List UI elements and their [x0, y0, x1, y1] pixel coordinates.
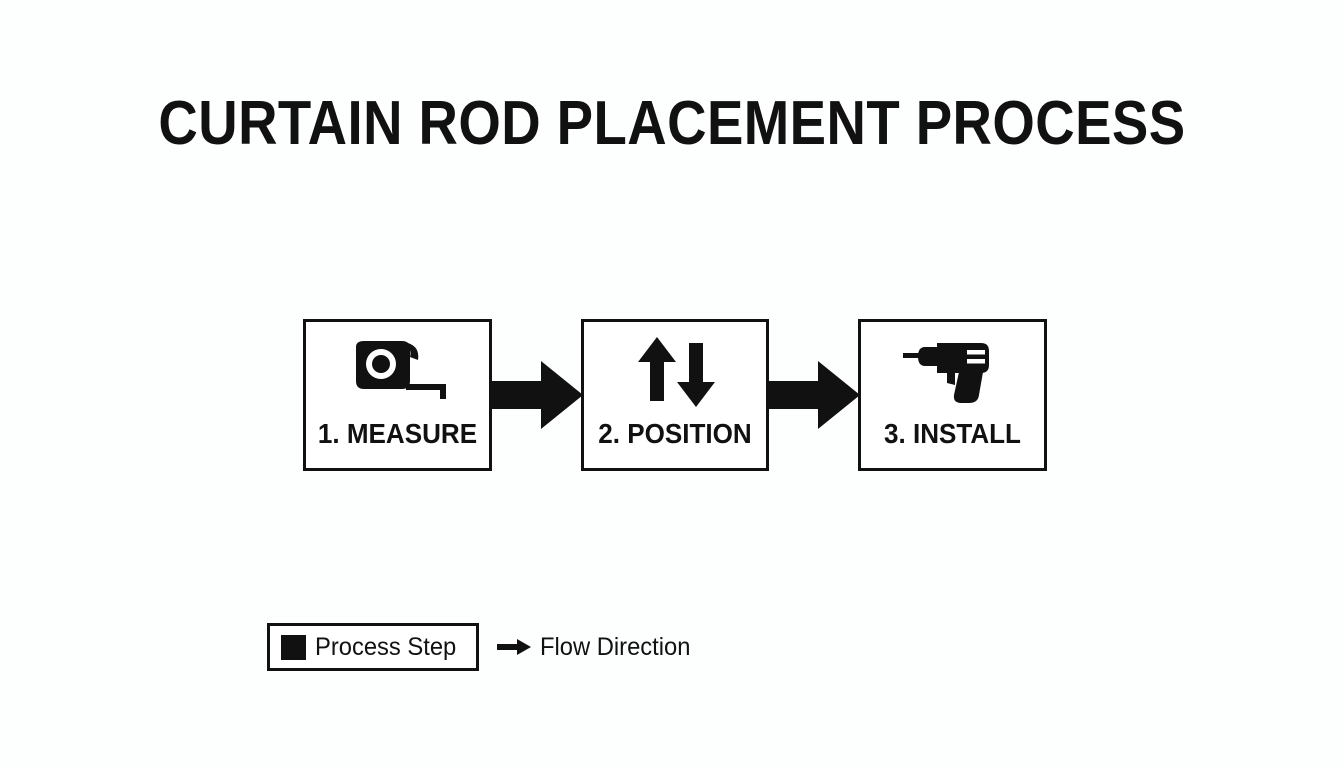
tape-measure-icon — [306, 336, 489, 408]
legend-label-process-step: Process Step — [315, 632, 457, 661]
flow-arrow-2 — [767, 359, 860, 431]
legend-label-flow-direction: Flow Direction — [539, 632, 691, 661]
right-arrow-icon — [496, 639, 531, 655]
power-drill-icon — [861, 336, 1044, 408]
legend-item-process-step: Process Step — [267, 623, 479, 671]
filled-square-icon — [281, 634, 306, 660]
process-step-2-label: 2. POSITION — [598, 418, 752, 449]
legend: Process Step Flow Direction — [267, 623, 698, 671]
page-title: CURTAIN ROD PLACEMENT PROCESS — [158, 89, 1186, 158]
process-step-1[interactable]: 1. MEASURE — [303, 319, 492, 471]
legend-item-flow-direction: Flow Direction — [496, 623, 698, 671]
process-step-2[interactable]: 2. POSITION — [581, 319, 769, 471]
up-down-arrows-icon — [584, 336, 766, 408]
process-step-3[interactable]: 3. INSTALL — [858, 319, 1047, 471]
process-step-3-label: 3. INSTALL — [884, 418, 1021, 449]
process-step-1-label: 1. MEASURE — [317, 418, 478, 449]
flow-arrow-1 — [489, 359, 583, 431]
